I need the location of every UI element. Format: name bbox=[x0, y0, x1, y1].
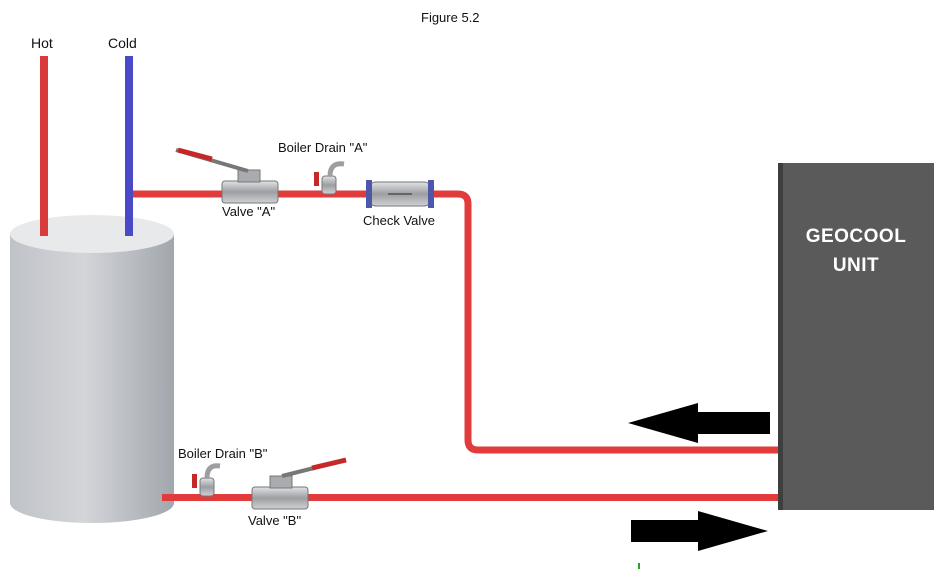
upper-water-line bbox=[133, 190, 778, 454]
flow-arrow-right-icon bbox=[631, 511, 768, 551]
valve-b-label: Valve "B" bbox=[248, 513, 302, 528]
figure-title: Figure 5.2 bbox=[421, 10, 480, 25]
cold-pipe bbox=[125, 56, 133, 236]
geocool-unit bbox=[778, 163, 934, 510]
boiler-drain-b[interactable] bbox=[192, 463, 221, 497]
hot-label: Hot bbox=[31, 35, 53, 51]
green-mark bbox=[638, 563, 640, 569]
cold-label: Cold bbox=[108, 35, 137, 51]
boiler-drain-a-label: Boiler Drain "A" bbox=[278, 140, 368, 155]
water-tank bbox=[10, 215, 174, 523]
check-valve[interactable] bbox=[366, 180, 434, 208]
boiler-drain-a[interactable] bbox=[314, 161, 345, 195]
valve-a-label: Valve "A" bbox=[222, 204, 276, 219]
boiler-drain-b-label: Boiler Drain "B" bbox=[178, 446, 268, 461]
valve-a[interactable] bbox=[175, 147, 279, 204]
flow-arrow-left-icon bbox=[628, 403, 770, 443]
hot-pipe bbox=[40, 56, 48, 236]
unit-label-line2: UNIT bbox=[832, 255, 880, 276]
lower-water-line bbox=[162, 494, 778, 501]
unit-label-line1: GEOCOOL bbox=[805, 226, 907, 247]
valve-b[interactable] bbox=[251, 457, 347, 510]
check-valve-label: Check Valve bbox=[363, 213, 436, 228]
